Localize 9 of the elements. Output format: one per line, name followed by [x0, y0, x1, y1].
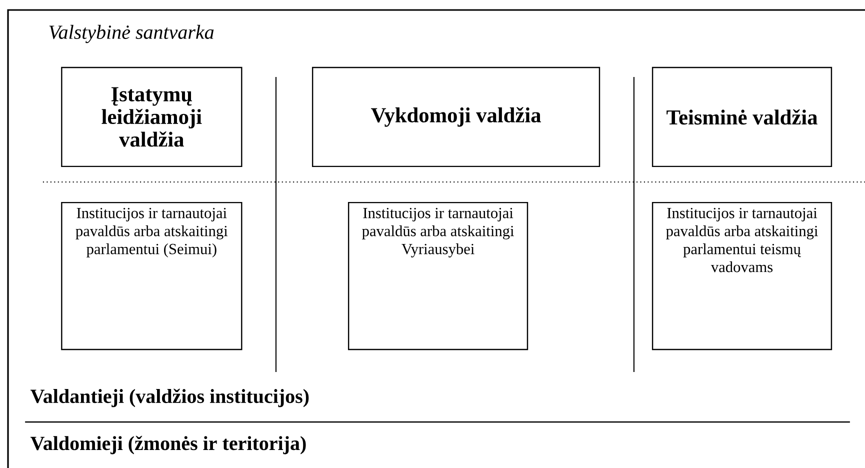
heading-box: Įstatymų leidžiamoji valdžia — [61, 66, 242, 168]
text-box: Institucijos ir tarnautojai pavaldūs arba atskaitingi Vyriausybei — [348, 202, 528, 350]
section-label: Valdomieji (žmonės ir teritorija) — [30, 436, 306, 454]
heading-box: Vykdomoji valdžia — [312, 66, 600, 168]
diagram-title: Valstybinė santvarka — [49, 24, 214, 44]
text-box: Institucijos ir tarnautojai pavaldūs arba atskaitingi parlamentui (Seimui) — [61, 202, 242, 350]
heading-box: Teisminė valdžia — [652, 66, 832, 168]
text-box: Institucijos ir tarnautojai pavaldūs arba atskaitingi parlamentui teismų vadovams — [652, 202, 832, 350]
section-label: Valdantieji (valdžios institucijos) — [30, 388, 309, 408]
